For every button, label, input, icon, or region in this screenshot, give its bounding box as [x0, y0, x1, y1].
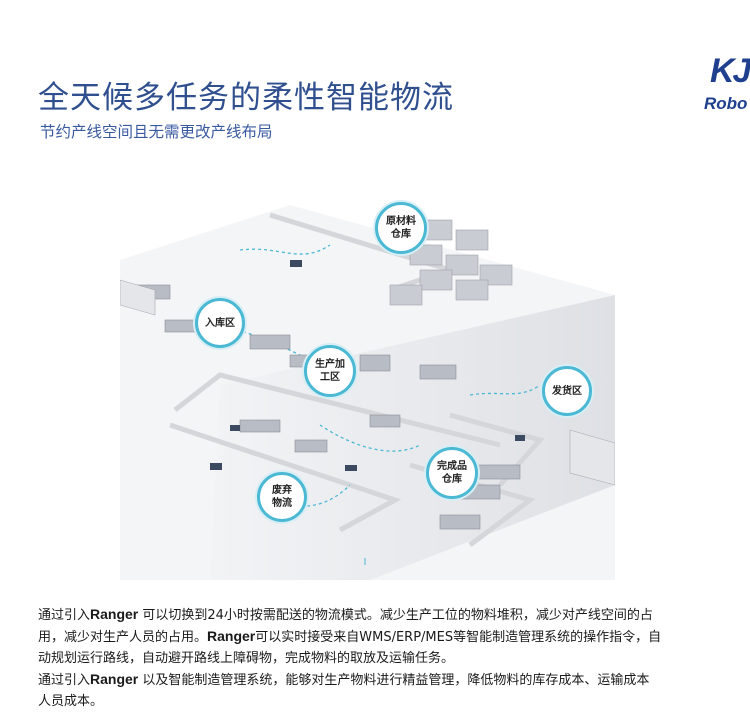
product-name: Ranger	[90, 671, 139, 687]
zone-label-line: 仓库	[391, 229, 411, 240]
zone-bubble-waste: 废弃物流	[257, 472, 307, 522]
zone-label-line: 原材料	[386, 216, 416, 227]
zone-bubble-raw-material: 原材料仓库	[375, 202, 427, 254]
zone-label-line: 完成品	[437, 461, 467, 472]
text-run: 可以实时接受来自WMS/ERP/MES等智能制造管理系统的操作指令，自	[255, 630, 662, 645]
paragraph-line: 用，减少对生产人员的占用。Ranger可以实时接受来自WMS/ERP/MES等智…	[38, 626, 750, 648]
paragraph-line: 人员成本。	[38, 694, 104, 709]
zone-bubble-finished-goods: 完成品仓库	[426, 447, 478, 499]
zone-label-line: 废弃	[272, 485, 292, 496]
page-subtitle: 节约产线空间且无需更改产线布局	[40, 123, 273, 141]
zone-label-line: 入库区	[205, 317, 235, 329]
product-name: Ranger	[90, 606, 139, 622]
paragraph-ranger-lean: 通过引入Ranger 以及智能制造管理系统，能够对生产物料进行精益管理，降低物料…	[38, 669, 750, 712]
text-run: 可以切换到24小时按需配送的物流模式。减少生产工位的物料堆积，减少对产线空间的占	[138, 608, 653, 623]
text-run: 通过引入	[38, 673, 91, 688]
zone-label-line: 生产加	[315, 359, 345, 370]
zone-label-line: 物流	[272, 498, 292, 509]
zone-label-line: 仓库	[442, 474, 462, 485]
zone-bubble-shipping: 发货区	[542, 366, 592, 416]
text-run: 用，减少对生产人员的占用。	[38, 630, 208, 645]
zone-bubble-inbound: 入库区	[195, 298, 245, 348]
paragraph-line: 动规划运行路线，自动避开路线上障碍物，完成物料的取放及运输任务。	[38, 651, 455, 666]
paragraph-line: 通过引入Ranger 可以切换到24小时按需配送的物流模式。减少生产工位的物料堆…	[38, 604, 750, 626]
text-run: 通过引入	[38, 608, 91, 623]
page-title: 全天候多任务的柔性智能物流	[38, 80, 454, 116]
paragraph-line: 通过引入Ranger 以及智能制造管理系统，能够对生产物料进行精益管理，降低物料…	[38, 669, 750, 691]
zone-label-line: 工区	[320, 372, 340, 383]
logo-wordmark: Robo	[704, 94, 748, 113]
company-logo: KJ Robo	[700, 50, 750, 120]
product-name: Ranger	[207, 628, 256, 644]
text-run: 以及智能制造管理系统，能够对生产物料进行精益管理，降低物料的库存成本、运输成本	[138, 673, 650, 688]
zone-bubble-production: 生产加工区	[304, 345, 356, 397]
zone-label-line: 发货区	[552, 385, 582, 397]
logo-mark: KJ	[710, 52, 750, 90]
factory-logistics-illustration: 原材料仓库 入库区 生产加工区 发货区 完成品仓库 废弃物流	[119, 185, 616, 580]
factory-floor-drawing	[119, 205, 616, 580]
paragraph-ranger-ondemand: 通过引入Ranger 可以切换到24小时按需配送的物流模式。减少生产工位的物料堆…	[38, 604, 750, 669]
